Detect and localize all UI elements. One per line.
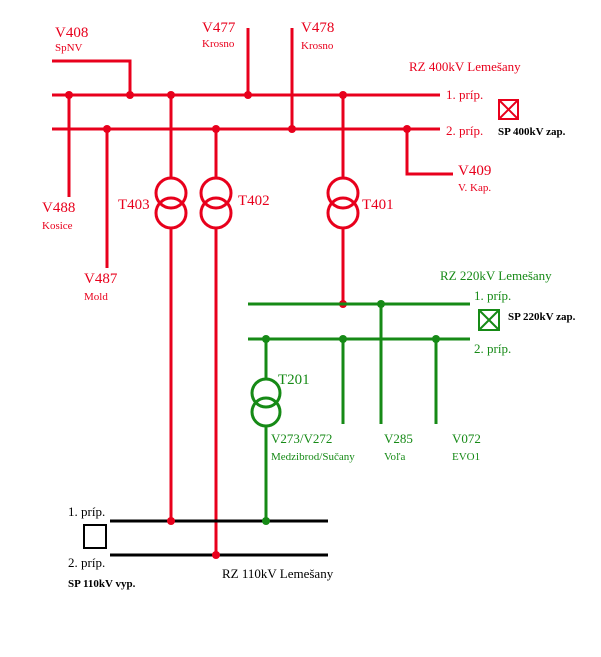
node-v409-bus2 [403, 125, 411, 133]
feeder-v477-dest: Krosno [202, 38, 235, 50]
rz220-sp-label: SP 220kV zap. [508, 311, 576, 323]
node-t402-110 [212, 551, 220, 559]
rz400-bus1-label: 1. príp. [446, 87, 483, 102]
feeder-v408-line [52, 59, 132, 95]
feeder-v488-dest: Kosice [42, 220, 73, 232]
rz220-title: RZ 220kV Lemešany [440, 268, 552, 283]
node-v488-bus1 [65, 91, 73, 99]
feeder-v408-code: V408 [55, 25, 88, 41]
rz110-title: RZ 110kV Lemešany [222, 566, 334, 581]
feeder-v273-dest: Medzibrod/Sučany [271, 451, 355, 463]
transformer-t401-icon [326, 95, 360, 304]
coupler-110kv-open-icon [83, 524, 107, 549]
transformer-t403-label: T403 [118, 197, 150, 213]
node-v477-bus1 [244, 91, 252, 99]
rz400-bus2-label: 2. príp. [446, 123, 483, 138]
feeder-v487-dest: Mold [84, 291, 108, 303]
busbars-110kv [110, 519, 328, 557]
feeder-v285-code: V285 [384, 431, 413, 446]
nodes-220kv [262, 300, 440, 343]
transformer-t402-label: T402 [238, 193, 270, 209]
node-v487-bus2 [103, 125, 111, 133]
rz110-bus1-label: 1. príp. [68, 504, 105, 519]
rz220-bus1-label: 1. príp. [474, 288, 511, 303]
feeder-v409-code: V409 [458, 163, 491, 179]
busbars-400kv [52, 93, 440, 131]
feeder-v285-dest: Voľa [384, 451, 405, 463]
node-v408-bus1 [126, 91, 134, 99]
nodes-400kv [65, 91, 411, 133]
feeder-v072-code: V072 [452, 431, 481, 446]
feeders-400kv [52, 28, 453, 268]
feeder-v478-code: V478 [301, 20, 334, 36]
rz220-bus2-label: 2. príp. [474, 341, 511, 356]
feeder-v409-dest: V. Kap. [458, 182, 491, 194]
feeder-v477-code: V477 [202, 20, 236, 36]
node-t403-110 [167, 517, 175, 525]
node-t201-110 [262, 517, 270, 525]
feeder-v488-code: V488 [42, 200, 75, 216]
coupler-400kv-closed-icon [498, 99, 519, 120]
transformer-t401-label: T401 [362, 197, 394, 213]
transformer-t201-label: T201 [278, 372, 310, 388]
feeders-220kv [341, 304, 438, 424]
feeder-v072-dest: EVO1 [452, 451, 480, 463]
rz110-bus2-label: 2. príp. [68, 555, 105, 570]
busbars-220kv [248, 302, 470, 341]
rz400-title: RZ 400kV Lemešany [409, 59, 521, 74]
feeder-v487-code: V487 [84, 271, 118, 287]
rz400-sp-label: SP 400kV zap. [498, 126, 566, 138]
transformer-t402-icon [199, 129, 233, 555]
feeder-v478-dest: Krosno [301, 40, 334, 52]
feeder-v408-dest: SpNV [55, 42, 83, 54]
node-v273-bus2 [339, 335, 347, 343]
rz110-sp-label: SP 110kV vyp. [68, 578, 136, 590]
transformer-t201-icon [250, 339, 282, 521]
transformer-t403-icon [154, 95, 188, 521]
coupler-220kv-closed-icon [478, 309, 500, 331]
feeder-v273-code: V273/V272 [271, 431, 332, 446]
node-v285-bus1 [377, 300, 385, 308]
node-v072-bus2 [432, 335, 440, 343]
feeder-v409-line [405, 129, 453, 176]
node-v478-bus2 [288, 125, 296, 133]
